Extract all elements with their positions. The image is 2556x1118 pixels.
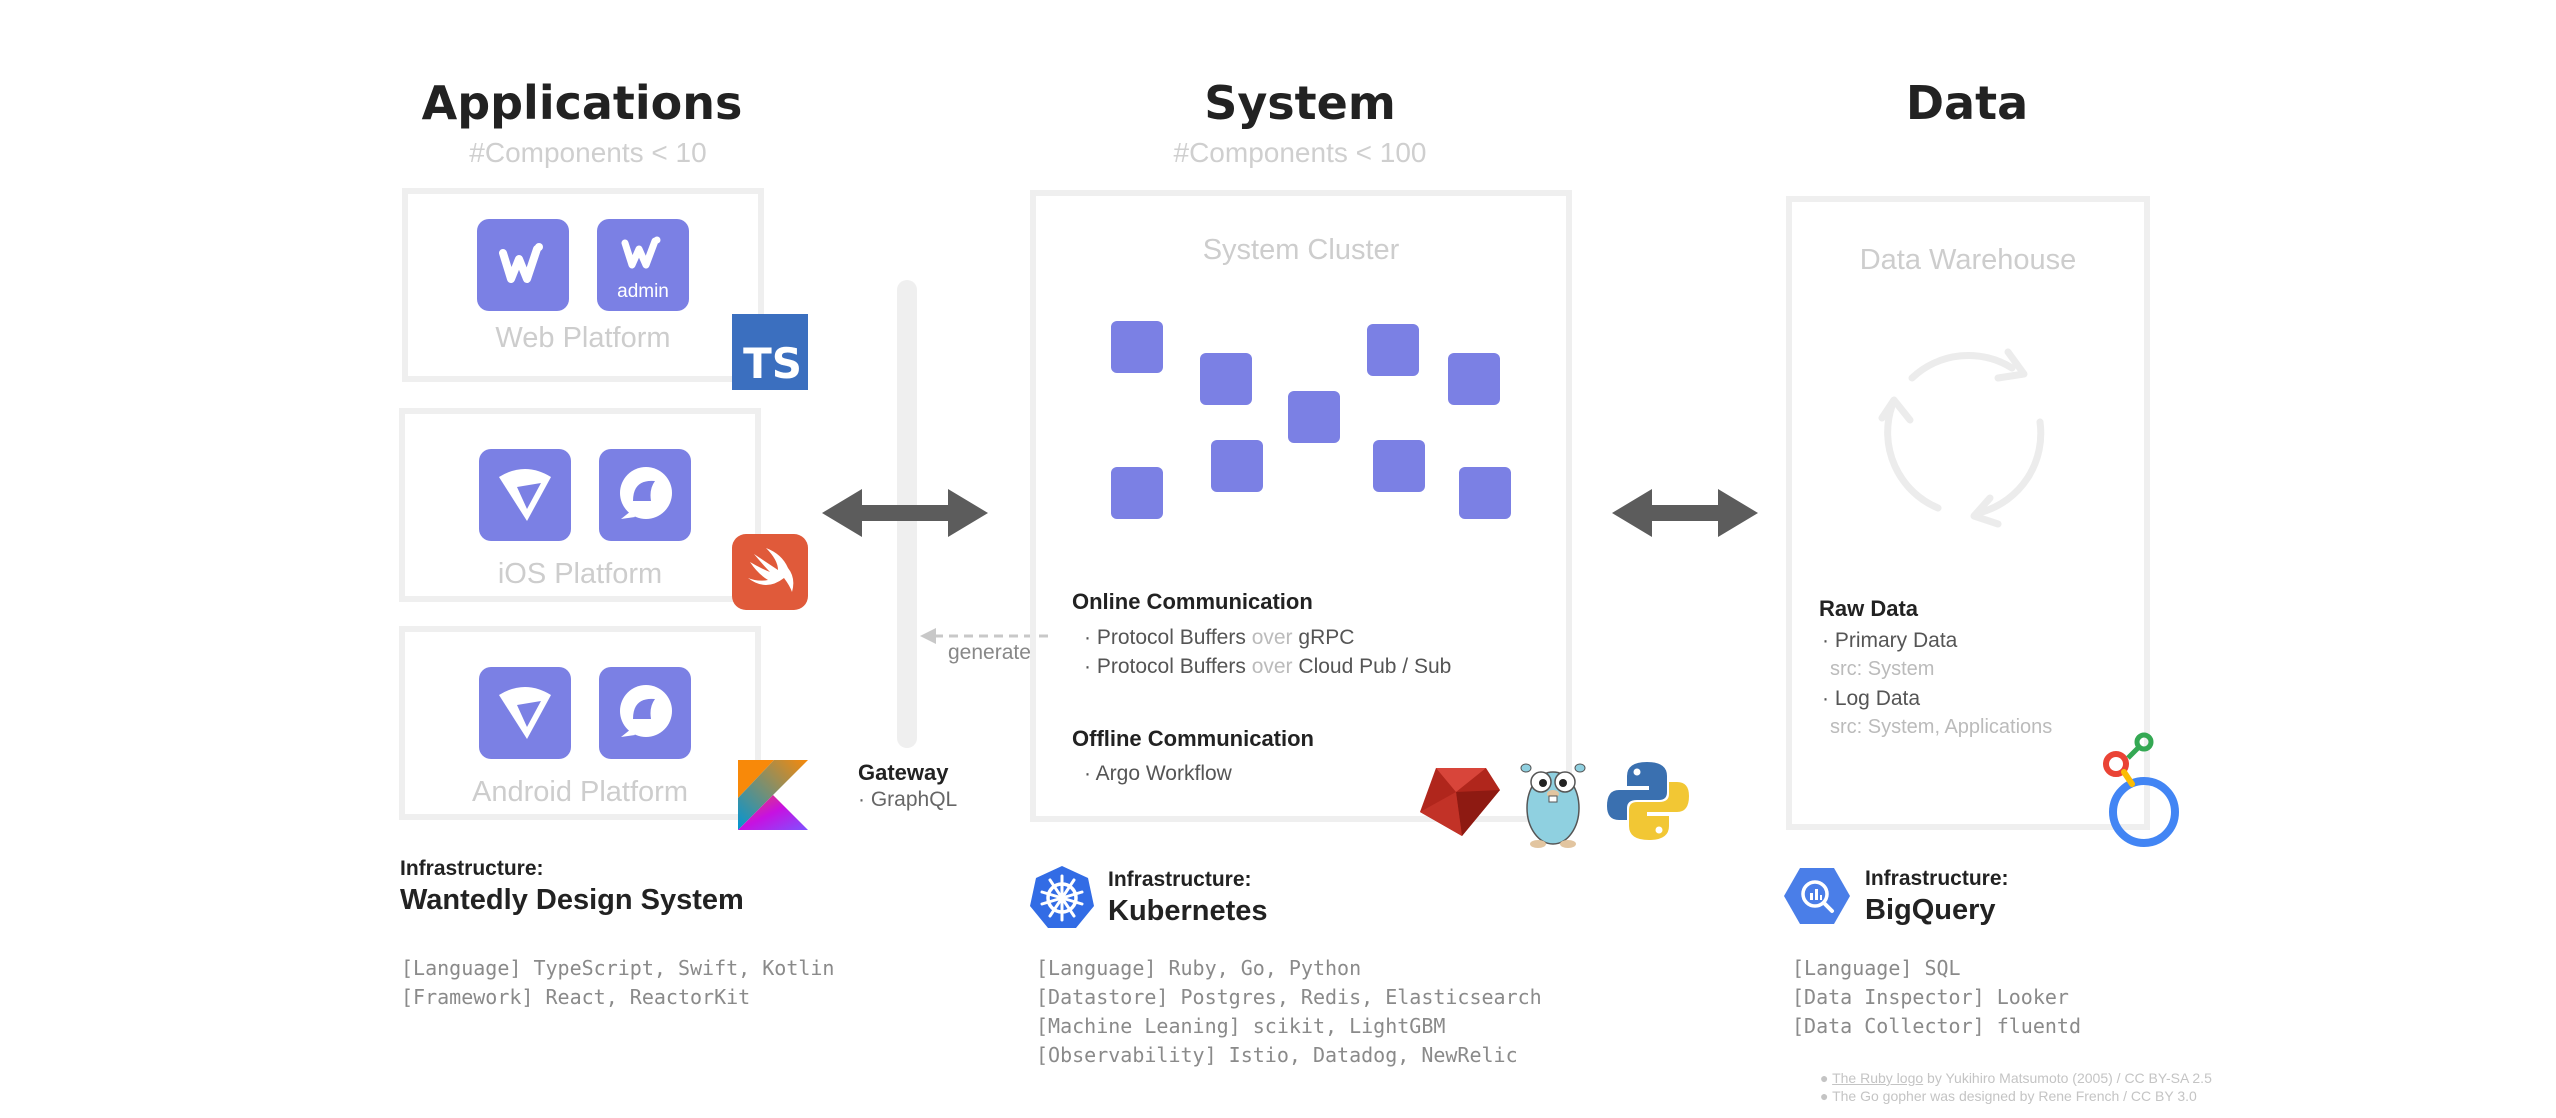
gateway-title: Gateway bbox=[858, 760, 949, 785]
stack-line: [Data Inspector] Looker bbox=[1792, 985, 2069, 1009]
sync-cycle-icon bbox=[1878, 348, 2045, 528]
people-app-icon bbox=[599, 667, 691, 759]
generate-arrow-icon bbox=[920, 628, 1054, 644]
stack-line: [Datastore] Postgres, Redis, Elasticsear… bbox=[1036, 985, 1542, 1009]
kotlin-icon bbox=[738, 760, 808, 830]
online-item-a: Protocol Buffers bbox=[1096, 626, 1246, 649]
data-stack: [Language] SQL [Data Inspector] Looker [… bbox=[1792, 954, 2081, 1041]
online-communication-title: Online Communication bbox=[1072, 589, 1313, 614]
data-infra-label: Infrastructure: bbox=[1865, 867, 2009, 890]
typescript-badge-text: TS bbox=[743, 339, 802, 388]
online-item: · Protocol Buffers over Cloud Pub / Sub bbox=[1084, 655, 1452, 678]
stack-line: [Language] SQL bbox=[1792, 956, 1961, 980]
web-platform-panel: admin Web Platform bbox=[402, 188, 764, 382]
system-subtitle: #Components < 100 bbox=[1173, 137, 1427, 168]
stack-line: [Machine Leaning] scikit, LightGBM bbox=[1036, 1014, 1446, 1038]
swift-icon bbox=[732, 534, 808, 610]
applications-infra-name: Wantedly Design System bbox=[400, 884, 744, 916]
service-node bbox=[1288, 391, 1340, 443]
android-platform-panel: Android Platform bbox=[399, 626, 761, 820]
bidirectional-arrow-icon bbox=[822, 489, 988, 537]
credit-text: by Yukihiro Matsumoto (2005) / CC BY-SA … bbox=[1923, 1070, 2212, 1086]
wantedly-w-icon bbox=[477, 219, 569, 311]
service-node bbox=[1373, 440, 1425, 492]
android-platform-label: Android Platform bbox=[472, 776, 688, 808]
bidirectional-arrow-icon bbox=[1612, 489, 1758, 537]
service-node bbox=[1200, 353, 1252, 405]
typescript-icon: TS bbox=[732, 314, 808, 390]
data-warehouse-panel: Data Warehouse bbox=[1786, 196, 2150, 830]
online-item-a: Protocol Buffers bbox=[1096, 655, 1246, 678]
applications-infra-label: Infrastructure: bbox=[400, 857, 544, 880]
python-icon bbox=[1607, 762, 1689, 840]
visit-app-icon bbox=[479, 449, 571, 541]
raw-data-src: src: System, Applications bbox=[1830, 716, 2053, 738]
credit-line: ● The Go gopher was designed by Rene Fre… bbox=[1820, 1088, 2197, 1104]
system-infra-label: Infrastructure: bbox=[1108, 868, 1252, 891]
applications-title: Applications bbox=[421, 76, 743, 130]
credit-line: ● The Ruby logo by Yukihiro Matsumoto (2… bbox=[1820, 1070, 2212, 1086]
online-item-over: over bbox=[1251, 655, 1293, 678]
raw-data-item-name: Primary Data bbox=[1834, 629, 1958, 652]
online-item-b: Cloud Pub / Sub bbox=[1298, 655, 1452, 678]
stack-line: [Data Collector] fluentd bbox=[1792, 1014, 2081, 1038]
data-title: Data bbox=[1905, 76, 2029, 130]
service-node bbox=[1459, 467, 1511, 519]
visit-app-icon bbox=[479, 667, 571, 759]
generate-label: generate bbox=[948, 641, 1031, 664]
offline-item: · Argo Workflow bbox=[1084, 762, 1232, 785]
credit-text: The Go gopher was designed by Rene Frenc… bbox=[1832, 1088, 2197, 1104]
raw-data-title: Raw Data bbox=[1819, 596, 1919, 621]
service-node bbox=[1111, 321, 1163, 373]
ruby-logo-link[interactable]: The Ruby logo bbox=[1832, 1070, 1924, 1086]
online-item-b: gRPC bbox=[1298, 626, 1355, 649]
system-cluster-label: System Cluster bbox=[1202, 234, 1400, 266]
web-platform-label: Web Platform bbox=[495, 322, 671, 354]
raw-data-item: · Primary Data bbox=[1822, 629, 1958, 652]
raw-data-item-name: Log Data bbox=[1834, 687, 1921, 710]
service-node bbox=[1448, 353, 1500, 405]
applications-subtitle: #Components < 10 bbox=[469, 137, 707, 168]
system-stack: [Language] Ruby, Go, Python [Datastore] … bbox=[1036, 954, 1542, 1070]
people-app-icon bbox=[599, 449, 691, 541]
admin-label: admin bbox=[617, 281, 669, 302]
raw-data-item: · Log Data bbox=[1822, 687, 1921, 710]
gateway-item: · GraphQL bbox=[858, 788, 958, 811]
online-item: · Protocol Buffers over gRPC bbox=[1084, 626, 1355, 649]
data-infra-name: BigQuery bbox=[1865, 894, 1996, 926]
system-title: System bbox=[1204, 76, 1396, 130]
go-gopher-icon bbox=[1520, 763, 1586, 848]
stack-line: [Framework] React, ReactorKit bbox=[401, 985, 751, 1009]
stack-line: [Language] Ruby, Go, Python bbox=[1036, 956, 1362, 980]
system-cluster-panel: System Cluster bbox=[1030, 190, 1572, 822]
bigquery-icon bbox=[1784, 868, 1850, 924]
applications-stack: [Language] TypeScript, Swift, Kotlin [Fr… bbox=[401, 954, 834, 1012]
raw-data-src: src: System bbox=[1830, 658, 1935, 680]
offline-item-text: Argo Workflow bbox=[1095, 762, 1232, 785]
stack-line: [Language] TypeScript, Swift, Kotlin bbox=[401, 956, 835, 980]
service-node bbox=[1367, 324, 1419, 376]
wantedly-admin-icon: admin bbox=[597, 219, 689, 311]
looker-icon bbox=[2103, 732, 2179, 847]
service-node bbox=[1111, 467, 1163, 519]
stack-line: [Observability] Istio, Datadog, NewRelic bbox=[1036, 1043, 1518, 1067]
data-warehouse-label: Data Warehouse bbox=[1859, 244, 2077, 276]
ios-platform-panel: iOS Platform bbox=[399, 408, 761, 602]
ios-platform-label: iOS Platform bbox=[497, 558, 663, 590]
online-item-over: over bbox=[1251, 626, 1293, 649]
kubernetes-icon bbox=[1030, 866, 1094, 928]
offline-communication-title: Offline Communication bbox=[1072, 726, 1314, 751]
system-infra-name: Kubernetes bbox=[1108, 895, 1268, 927]
ruby-icon bbox=[1420, 768, 1500, 836]
service-node bbox=[1211, 440, 1263, 492]
